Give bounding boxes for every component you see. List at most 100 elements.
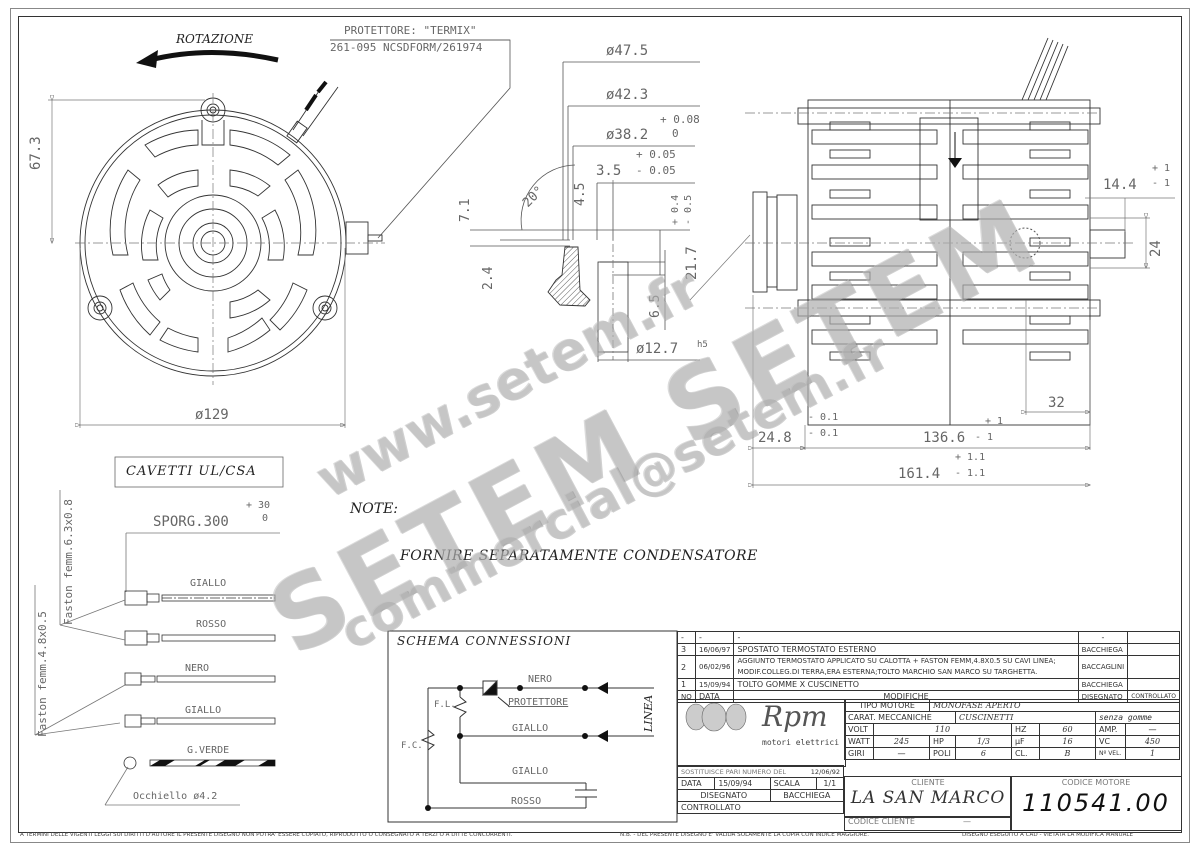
- dim-161-4: 161.4: [898, 466, 941, 482]
- footer-cad: DISEGNO ESEGUITO A CAD - VIETATA LA MODI…: [962, 832, 1134, 838]
- schema-nero: NERO: [528, 674, 553, 685]
- uf-label: µF: [1010, 735, 1040, 748]
- schema-giallo-2: GIALLO: [512, 766, 549, 777]
- notes-title: NOTE:: [350, 501, 399, 517]
- dim-4-5: 4.5: [573, 182, 588, 206]
- volt-value: 110: [872, 723, 1012, 736]
- giri-label: GIRI: [844, 747, 874, 760]
- dim-diameter: ø129: [195, 407, 229, 423]
- protector-title: PROTETTORE: "TERMIX": [344, 24, 477, 37]
- notes-text: FORNIRE SEPARATAMENTE CONDENSATORE: [400, 548, 758, 564]
- rpm-logo-icon: [685, 702, 747, 732]
- rev-desc: AGGIUNTO TERMOSTATO APPLICATO SU CALOTTA…: [733, 655, 1079, 679]
- drawing-frame-inner: [18, 16, 1182, 833]
- rev-drawn: BACCAGLINI: [1077, 655, 1129, 679]
- wiring-schematic: [420, 679, 654, 809]
- rev-drawn: BACCHIEGA: [1077, 643, 1129, 656]
- drawing-frame-outer: [10, 8, 1190, 843]
- schema-linea: LINEA: [642, 694, 655, 732]
- schema-rosso: ROSSO: [511, 796, 542, 807]
- faston-large-label: Faston femm.6.3x0.8: [62, 499, 75, 625]
- wire-label-rosso: ROSSO: [196, 619, 227, 630]
- schema-fl: F.L.: [434, 700, 456, 710]
- tipo-motore-value: MONOFASE APERTO: [928, 699, 1181, 712]
- codice-cliente-cell: CODICE CLIENTE —: [844, 816, 1012, 831]
- giri-value: —: [872, 747, 930, 760]
- volt-label: VOLT: [844, 723, 874, 736]
- revision-row: - - - -: [677, 631, 1180, 644]
- dim-21-7-tol-upper: + 0.4: [670, 194, 681, 225]
- codice-cliente-label: CODICE CLIENTE: [848, 817, 915, 826]
- uf-value: 16: [1038, 735, 1096, 748]
- cliente-value: LA SAN MARCO: [850, 788, 1006, 808]
- watt-label: WATT: [844, 735, 874, 748]
- dim-24-8: 24.8: [758, 430, 792, 446]
- brand-name: Rpm: [762, 700, 828, 733]
- footer-copyright: A TERMINI DELLE VIGENTI LEGGI SUI DIRITT…: [20, 832, 513, 838]
- wire-label-gverde: G.VERDE: [187, 745, 230, 756]
- rev-no: 3: [677, 643, 696, 656]
- amp-label: AMP.: [1094, 723, 1126, 736]
- carat-value: CUSCINETTI: [954, 711, 1096, 724]
- rev-drawn: -: [1077, 631, 1129, 644]
- rotation-arrow-icon: [136, 50, 279, 68]
- cables-title: CAVETTI UL/CSA: [126, 464, 257, 479]
- vc-label: VC: [1094, 735, 1126, 748]
- dim-shaft-fit: h5: [697, 340, 708, 350]
- data-label: DATA: [676, 777, 716, 790]
- rev-no: -: [677, 631, 696, 644]
- drawing-info-table: SOSTITUISCE PARI NUMERO DEL 12/06/92 DAT…: [676, 765, 845, 814]
- tipo-motore-label: TIPO MOTORE: [844, 699, 930, 712]
- dim-136-6-tol-upper: + 1: [985, 416, 1004, 427]
- poli-value: 6: [954, 747, 1012, 760]
- dim-14-4-tol-lower: - 1: [1152, 178, 1171, 189]
- specs-table: TIPO MOTORE MONOFASE APERTO CARAT. MECCA…: [844, 699, 1181, 760]
- amp-value: —: [1124, 723, 1181, 736]
- revision-row: 2 06/02/96 AGGIUNTO TERMOSTATO APPLICATO…: [677, 655, 1180, 679]
- data-value: 15/09/94: [714, 777, 771, 790]
- dim-height: 67.3: [28, 136, 44, 170]
- scala-value: 1/1: [815, 777, 844, 790]
- sporg-tol-lower: 0: [262, 513, 269, 524]
- poli-label: POLI: [928, 747, 956, 760]
- sporg-tol-upper: + 30: [246, 500, 271, 511]
- rev-desc: -: [733, 631, 1079, 644]
- dim-21-7: 21.7: [684, 246, 700, 280]
- dim-24-8-tol-upper: - 0.1: [808, 412, 839, 423]
- rev-desc-line-1: AGGIUNTO TERMOSTATO APPLICATO SU CALOTTA…: [737, 657, 1056, 665]
- dim-w-tol-upper: + 0.05: [636, 148, 676, 161]
- rev-desc-line-2: MODIF.COLLEG.DI TERRA,ERA ESTERNA;TOLTO …: [737, 668, 1038, 676]
- dim-7-1: 7.1: [458, 198, 473, 222]
- faston-small-label: Faston femm.4.8x0.5: [36, 611, 49, 737]
- wire-label-giallo-1: GIALLO: [190, 578, 227, 589]
- disegnato-value: BACCHIEGA: [769, 789, 845, 802]
- dim-161-4-tol-upper: + 1.1: [955, 452, 986, 463]
- codice-motore-label: CODICE MOTORE: [1061, 778, 1131, 787]
- cliente-label: CLIENTE: [911, 778, 945, 787]
- dim-32: 32: [1048, 395, 1065, 411]
- dim-2-4: 2.4: [481, 266, 496, 290]
- rev-checked: [1127, 655, 1180, 679]
- revisions-table: - - - - 3 16/06/97 SPOSTATO TERMOSTATO E…: [677, 631, 1180, 703]
- rev-date: -: [694, 631, 735, 644]
- revision-row: 3 16/06/97 SPOSTATO TERMOSTATO ESTERNO B…: [677, 643, 1180, 656]
- carat-label: CARAT. MECCANICHE: [844, 711, 956, 724]
- controllato-label: CONTROLLATO: [677, 801, 844, 814]
- dim-24: 24: [1148, 240, 1164, 257]
- rev-drawn: BACCHIEGA: [1077, 678, 1129, 691]
- rev-desc: TOLTO GOMME X CUSCINETTO: [733, 678, 1079, 691]
- dim-14-4: 14.4: [1103, 177, 1137, 193]
- sostituisce-date: 12/06/92: [810, 767, 840, 776]
- cables-drawing: [34, 456, 284, 806]
- rev-checked: [1127, 678, 1180, 691]
- eyelet-label: Occhiello ø4.2: [133, 791, 218, 802]
- carat-value-2: senza gomme: [1094, 711, 1181, 724]
- dim-14-4-tol-upper: + 1: [1152, 163, 1171, 174]
- cl-label: CL.: [1010, 747, 1040, 760]
- cl-value: B: [1038, 747, 1096, 760]
- rev-checked: [1127, 631, 1180, 644]
- watt-value: 245: [872, 735, 930, 748]
- dim-d38-tol-upper: + 0.08: [660, 113, 700, 126]
- hp-label: HP: [928, 735, 956, 748]
- schema-title: SCHEMA CONNESSIONI: [397, 634, 572, 648]
